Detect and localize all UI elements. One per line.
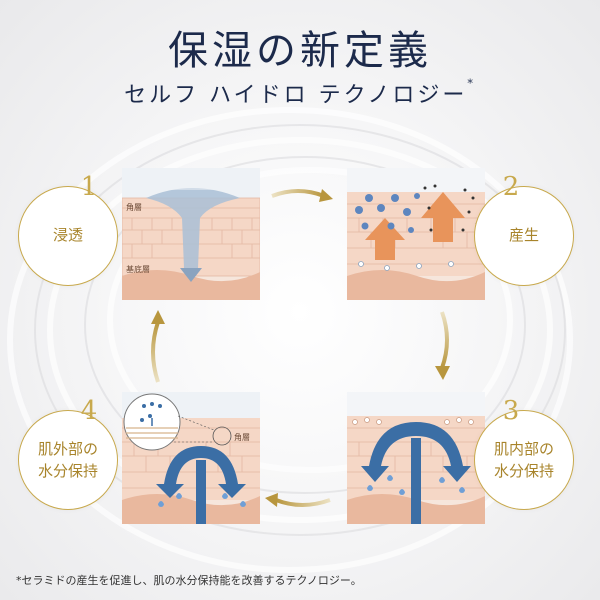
step-3-number: 3 — [502, 396, 520, 426]
step-1-label: 浸透 — [52, 226, 83, 244]
step-2-label: 産生 — [508, 226, 539, 244]
panel-internal-retention — [347, 392, 485, 524]
arrow-3-to-4 — [265, 493, 331, 507]
panel1-label-top: 角層 — [126, 203, 142, 212]
arrow-4-to-1 — [151, 310, 165, 383]
page-title: 保湿の新定義 — [168, 28, 432, 74]
panel4-label-side: 角層 — [234, 433, 250, 442]
step-3-label-line2: 水分保持 — [493, 462, 554, 480]
step-3-label-line1: 肌内部の — [493, 440, 554, 458]
step-circle-3: 肌内部の 水分保持 — [474, 410, 574, 510]
step-circle-1: 浸透 — [18, 186, 118, 286]
step-circle-4: 肌外部の 水分保持 — [18, 410, 118, 510]
step-4-label-line2: 水分保持 — [37, 462, 98, 480]
page-subtitle: セルフ ハイドロ テクノロジー* — [0, 77, 600, 109]
step-1-number: 1 — [80, 172, 98, 202]
arrow-1-to-2 — [271, 189, 333, 202]
panel-penetration: 角層 基底層 — [122, 168, 260, 300]
step-circle-2: 産生 — [474, 186, 574, 286]
step-4-label-line1: 肌外部の — [37, 440, 98, 458]
subtitle-asterisk: * — [467, 77, 476, 90]
panel-production — [347, 168, 485, 300]
step-2-number: 2 — [502, 172, 520, 202]
subtitle-text: セルフ ハイドロ テクノロジー — [124, 83, 468, 108]
footnote: *セラミドの産生を促進し、肌の水分保持能を改善するテクノロジー。 — [16, 574, 362, 587]
panel-external-retention: 角層 — [122, 392, 260, 524]
panel1-label-bottom: 基底層 — [126, 265, 150, 274]
step-4-number: 4 — [80, 396, 98, 426]
arrow-2-to-3 — [435, 311, 450, 380]
